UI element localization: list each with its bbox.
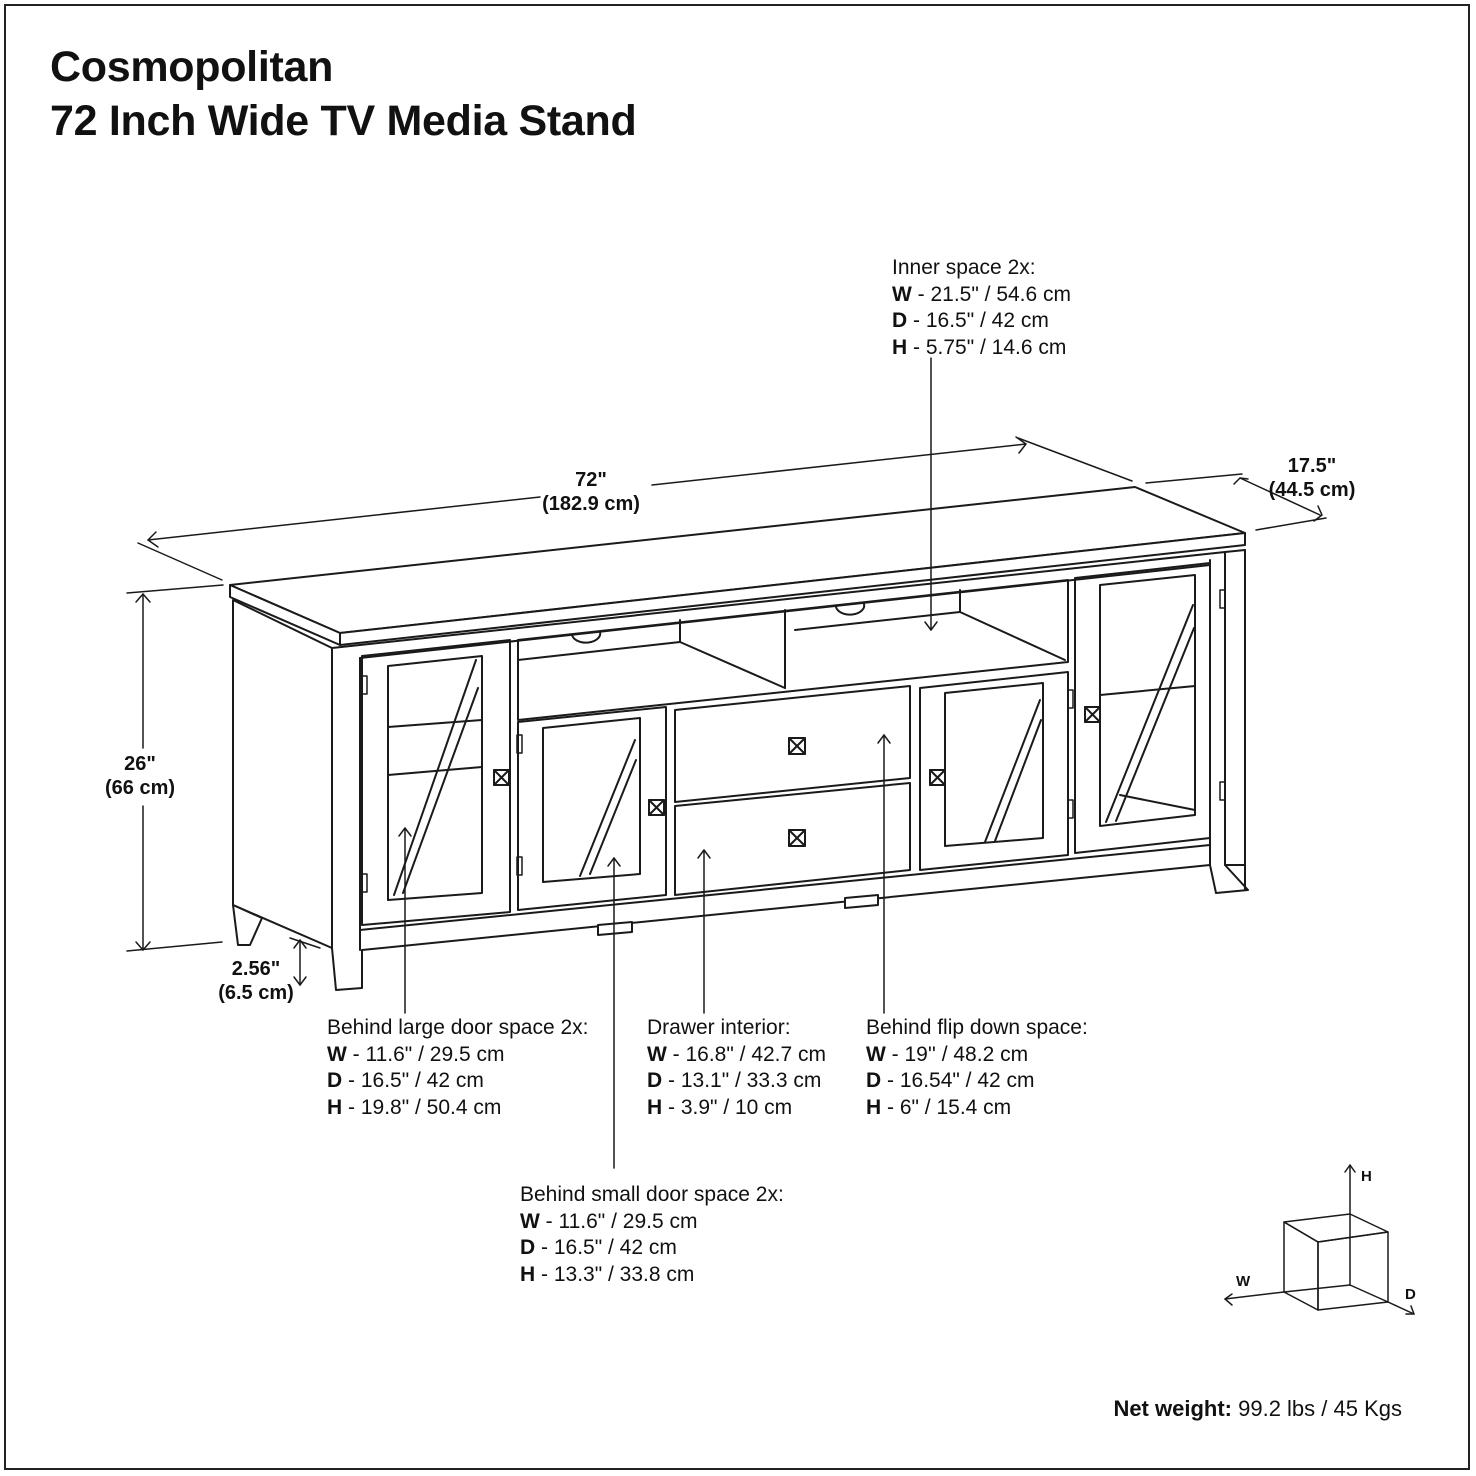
- small-door-d-label: D: [520, 1236, 536, 1259]
- inner-space-note: Inner space 2x: W - 21.5" / 54.6 cm D - …: [892, 255, 1071, 361]
- page-title: Cosmopolitan 72 Inch Wide TV Media Stand: [50, 40, 637, 148]
- width-dimension-line: [137, 436, 1133, 581]
- stand-side-panel: [232, 599, 333, 949]
- large-door-h-label: H: [327, 1095, 343, 1119]
- width-metric: (182.9 cm): [542, 493, 640, 515]
- small-door-height: H - 13.3" / 33.8 cm: [520, 1262, 784, 1289]
- large-door-note: Behind large door space 2x: W - 11.6" / …: [327, 1015, 589, 1121]
- large-door-w-label: W: [327, 1042, 347, 1066]
- drawer-height: H - 3.9" / 10 cm: [647, 1095, 826, 1122]
- drawer-h-label: H: [647, 1095, 663, 1119]
- drawer-d-label: D: [647, 1069, 663, 1092]
- large-door-depth: D - 16.5" / 42 cm: [327, 1068, 589, 1095]
- inner-space-height: H - 5.75" / 14.6 cm: [892, 335, 1071, 362]
- axis-label-d: D: [1405, 1286, 1416, 1303]
- width-imperial: 72": [575, 469, 607, 491]
- flip-down-note: Behind flip down space: W - 19'' / 48.2 …: [866, 1015, 1088, 1121]
- drawer-width: W - 16.8" / 42.7 cm: [647, 1042, 826, 1069]
- flip-down-h-value: - 6" / 15.4 cm: [881, 1095, 1012, 1119]
- leg-height-imperial: 2.56": [231, 958, 281, 980]
- height-dimension-line: [126, 584, 224, 952]
- leg-height-metric: (6.5 cm): [218, 982, 294, 1004]
- inner-space-d-value: - 16.5" / 42 cm: [907, 309, 1049, 332]
- right-small-door: [919, 671, 1069, 871]
- axis-cube-icon: [1224, 1164, 1415, 1315]
- door-hinges: [361, 589, 1226, 893]
- flip-down-w-label: W: [866, 1042, 886, 1066]
- width-label: 72" (182.9 cm): [531, 468, 651, 516]
- flip-down-h-label: H: [866, 1095, 882, 1119]
- height-label: 26" (66 cm): [80, 752, 200, 800]
- depth-label: 17.5" (44.5 cm): [1252, 454, 1372, 502]
- flip-down-depth: D - 16.54" / 42 cm: [866, 1068, 1088, 1095]
- flip-down-height: H - 6" / 15.4 cm: [866, 1095, 1088, 1122]
- small-door-width: W - 11.6" / 29.5 cm: [520, 1209, 784, 1236]
- large-door-width: W - 11.6" / 29.5 cm: [327, 1042, 589, 1069]
- drawer-w-value: - 16.8" / 42.7 cm: [666, 1042, 827, 1066]
- small-door-h-label: H: [520, 1262, 536, 1286]
- drawer-depth: D - 13.1" / 33.3 cm: [647, 1068, 826, 1095]
- right-large-door: [1074, 562, 1211, 854]
- small-door-heading: Behind small door space 2x:: [520, 1183, 784, 1206]
- flip-down-heading: Behind flip down space:: [866, 1016, 1088, 1039]
- depth-dimension-line: [1145, 473, 1327, 531]
- inner-space-w-value: - 21.5" / 54.6 cm: [911, 282, 1072, 306]
- axis-label-w: W: [1236, 1273, 1251, 1290]
- large-door-d-value: - 16.5" / 42 cm: [342, 1069, 484, 1092]
- leader-lines: [398, 357, 938, 1169]
- inner-space-width: W - 21.5" / 54.6 cm: [892, 282, 1071, 309]
- title-line-2: 72 Inch Wide TV Media Stand: [50, 97, 637, 145]
- large-door-d-label: D: [327, 1069, 343, 1092]
- inner-space-d-label: D: [892, 309, 908, 332]
- page-frame: [4, 4, 1470, 1470]
- inner-space-w-label: W: [892, 282, 912, 306]
- inner-space-h-label: H: [892, 335, 908, 359]
- small-door-w-value: - 11.6" / 29.5 cm: [539, 1209, 698, 1233]
- leg-height-label: 2.56" (6.5 cm): [196, 957, 316, 1005]
- drawers: [674, 685, 911, 896]
- leg-height-dimension-line: [289, 937, 321, 986]
- inner-space-heading: Inner space 2x:: [892, 256, 1036, 279]
- flip-down-width: W - 19'' / 48.2 cm: [866, 1042, 1088, 1069]
- net-weight-value: 99.2 lbs / 45 Kgs: [1232, 1396, 1402, 1421]
- open-shelves: [517, 579, 1069, 721]
- flip-down-d-value: - 16.54" / 42 cm: [881, 1069, 1035, 1092]
- inner-space-depth: D - 16.5" / 42 cm: [892, 308, 1071, 335]
- drawer-heading: Drawer interior:: [647, 1016, 791, 1039]
- flip-down-w-value: - 19'' / 48.2 cm: [885, 1042, 1029, 1066]
- large-door-w-value: - 11.6" / 29.5 cm: [346, 1042, 505, 1066]
- large-door-h-value: - 19.8" / 50.4 cm: [342, 1095, 502, 1119]
- flip-down-d-label: D: [866, 1069, 882, 1092]
- depth-metric: (44.5 cm): [1268, 479, 1356, 501]
- inner-space-h-value: - 5.75" / 14.6 cm: [907, 335, 1067, 359]
- drawer-h-value: - 3.9" / 10 cm: [662, 1095, 793, 1119]
- small-door-note: Behind small door space 2x: W - 11.6" / …: [520, 1182, 784, 1288]
- height-metric: (66 cm): [104, 777, 176, 799]
- left-small-door: [517, 706, 667, 911]
- height-imperial: 26": [124, 753, 156, 775]
- small-door-d-value: - 16.5" / 42 cm: [535, 1236, 677, 1259]
- small-door-depth: D - 16.5" / 42 cm: [520, 1235, 784, 1262]
- small-door-w-label: W: [520, 1209, 540, 1233]
- net-weight: Net weight: 99.2 lbs / 45 Kgs: [1113, 1396, 1402, 1422]
- stand-top: [229, 486, 1246, 646]
- large-door-heading: Behind large door space 2x:: [327, 1016, 589, 1039]
- title-line-1: Cosmopolitan: [50, 43, 334, 91]
- net-weight-label: Net weight:: [1113, 1396, 1232, 1421]
- left-large-door: [361, 639, 511, 926]
- drawer-note: Drawer interior: W - 16.8" / 42.7 cm D -…: [647, 1015, 826, 1121]
- depth-imperial: 17.5": [1287, 455, 1337, 477]
- small-door-h-value: - 13.3" / 33.8 cm: [535, 1262, 695, 1286]
- large-door-height: H - 19.8" / 50.4 cm: [327, 1095, 589, 1122]
- axis-label-h: H: [1361, 1168, 1372, 1185]
- drawer-w-label: W: [647, 1042, 667, 1066]
- drawer-d-value: - 13.1" / 33.3 cm: [662, 1069, 822, 1092]
